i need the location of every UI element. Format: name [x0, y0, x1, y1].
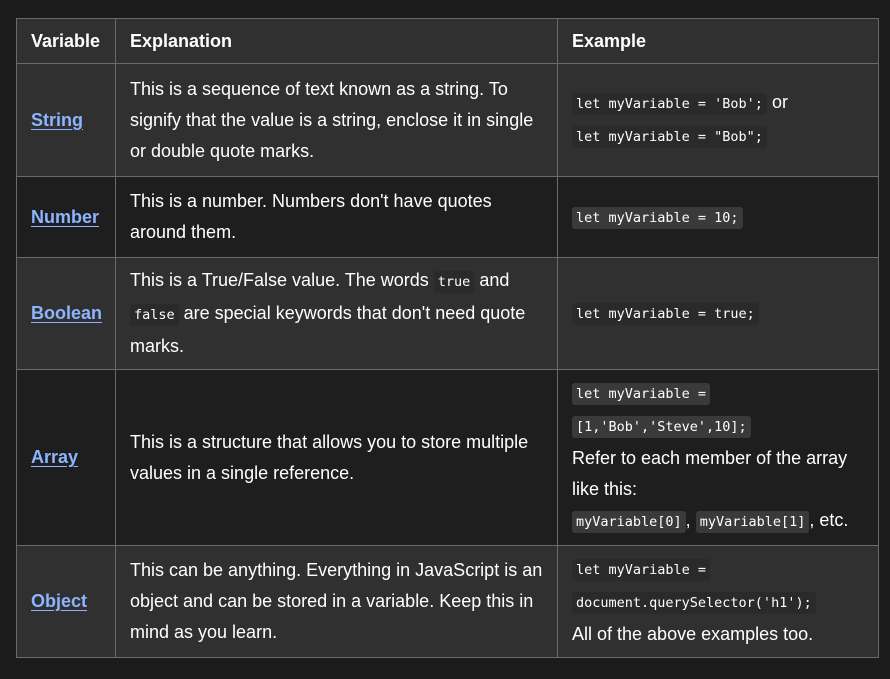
table-row: Object This can be anything. Everything … — [16, 545, 879, 658]
table-row: String This is a sequence of text known … — [16, 63, 879, 177]
example-cell: let myVariable = [1,'Bob','Steve',10]; R… — [557, 369, 879, 546]
example-cell: let myVariable = 'Bob'; or let myVariabl… — [557, 63, 879, 177]
example-text: Refer to each member of the array like t… — [572, 448, 848, 499]
code-snippet: let myVariable = 10; — [572, 206, 743, 229]
explanation-cell: This is a sequence of text known as a st… — [115, 63, 558, 177]
example-text: All of the above examples too. — [572, 624, 814, 644]
inline-code: false — [130, 304, 179, 326]
code-snippet: myVariable[1] — [695, 511, 810, 533]
boolean-link[interactable]: Boolean — [31, 303, 103, 323]
code-snippet: let myVariable = — [572, 559, 711, 581]
table-row: Boolean This is a True/False value. The … — [16, 257, 879, 370]
array-link[interactable]: Array — [31, 447, 79, 467]
code-snippet: myVariable[0] — [572, 511, 686, 533]
header-example: Example — [557, 18, 879, 64]
code-snippet: [1,'Bob','Steve',10]; — [572, 416, 751, 438]
tail-text: , etc. — [809, 510, 849, 530]
example-cell: let myVariable = document.querySelector(… — [557, 545, 879, 658]
explanation-cell: This is a True/False value. The words tr… — [115, 257, 558, 370]
number-link[interactable]: Number — [31, 206, 100, 227]
code-snippet: document.querySelector('h1'); — [572, 592, 816, 614]
explanation-cell: This is a number. Numbers don't have quo… — [115, 176, 558, 258]
explanation-cell: This can be anything. Everything in Java… — [115, 545, 558, 658]
explanation-text: are special keywords that don't need quo… — [130, 303, 526, 356]
object-link[interactable]: Object — [31, 591, 88, 611]
example-cell: let myVariable = true; — [557, 257, 879, 370]
table-header-row: Variable Explanation Example — [16, 18, 879, 64]
header-variable: Variable — [16, 18, 116, 64]
code-snippet: let myVariable = — [572, 383, 711, 405]
header-explanation: Explanation — [115, 18, 558, 64]
explanation-text: and — [474, 270, 510, 290]
code-snippet: let myVariable = 'Bob'; — [572, 93, 767, 115]
table-row: Number This is a number. Numbers don't h… — [16, 176, 879, 258]
string-link[interactable]: String — [31, 109, 83, 130]
inline-code: true — [433, 271, 475, 293]
variable-cell: Object — [16, 545, 116, 658]
separator-text: , — [685, 510, 696, 530]
code-snippet: let myVariable = true; — [572, 303, 759, 325]
variable-cell: String — [16, 63, 116, 177]
variable-cell: Array — [16, 369, 116, 546]
example-cell: let myVariable = 10; — [557, 176, 879, 258]
explanation-cell: This is a structure that allows you to s… — [115, 369, 558, 546]
joiner-text: or — [766, 92, 788, 112]
variable-cell: Boolean — [16, 257, 116, 370]
explanation-text: This is a True/False value. The words — [130, 270, 434, 290]
table-row: Array This is a structure that allows yo… — [16, 369, 879, 546]
variable-types-table: Variable Explanation Example String This… — [16, 18, 879, 658]
variable-cell: Number — [16, 176, 116, 258]
code-snippet: let myVariable = "Bob"; — [572, 126, 767, 148]
